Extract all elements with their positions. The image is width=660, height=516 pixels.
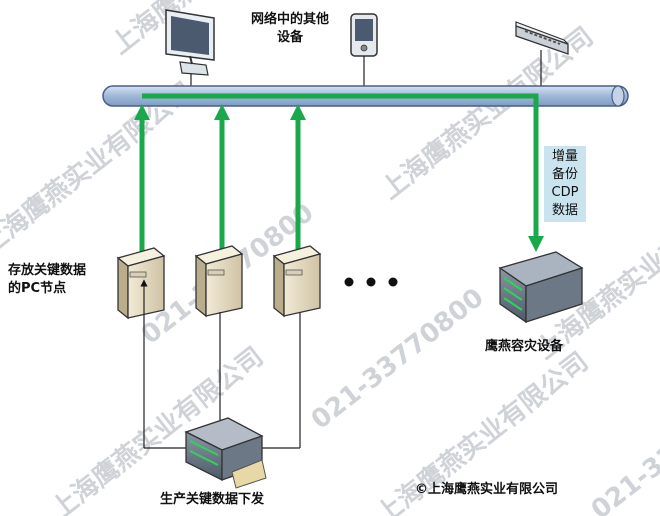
other-devices-label: 网络中的其他 设备 [250, 12, 329, 45]
watermark-phone: 021-33770800 [586, 373, 660, 516]
disaster-device-label: 鹰燕容灾设备 [485, 339, 564, 354]
pc-tower-icon [116, 247, 166, 320]
backup-flow-path [142, 93, 545, 253]
incremental-backup-cdp-label: 增量 备份 CDP 数据 [544, 146, 586, 222]
pda-icon [350, 13, 378, 57]
pc-tower-icon [194, 245, 244, 318]
monitor-icon [165, 9, 215, 76]
production-data-label: 生产关键数据下发 [160, 492, 265, 507]
disaster-recovery-server-icon [498, 251, 584, 324]
pc-nodes-label: 存放关键数据 的PC节点 [8, 263, 87, 296]
pc-tower-icon [272, 245, 322, 318]
watermark-phone: 021-33770800 [306, 283, 490, 436]
more-nodes-ellipsis [344, 277, 398, 287]
network-switch-icon [515, 21, 569, 55]
production-server-icon [184, 417, 267, 489]
copyright-label: ©上海鹰燕实业有限公司 [415, 482, 559, 497]
device-drop-lines [190, 50, 542, 86]
